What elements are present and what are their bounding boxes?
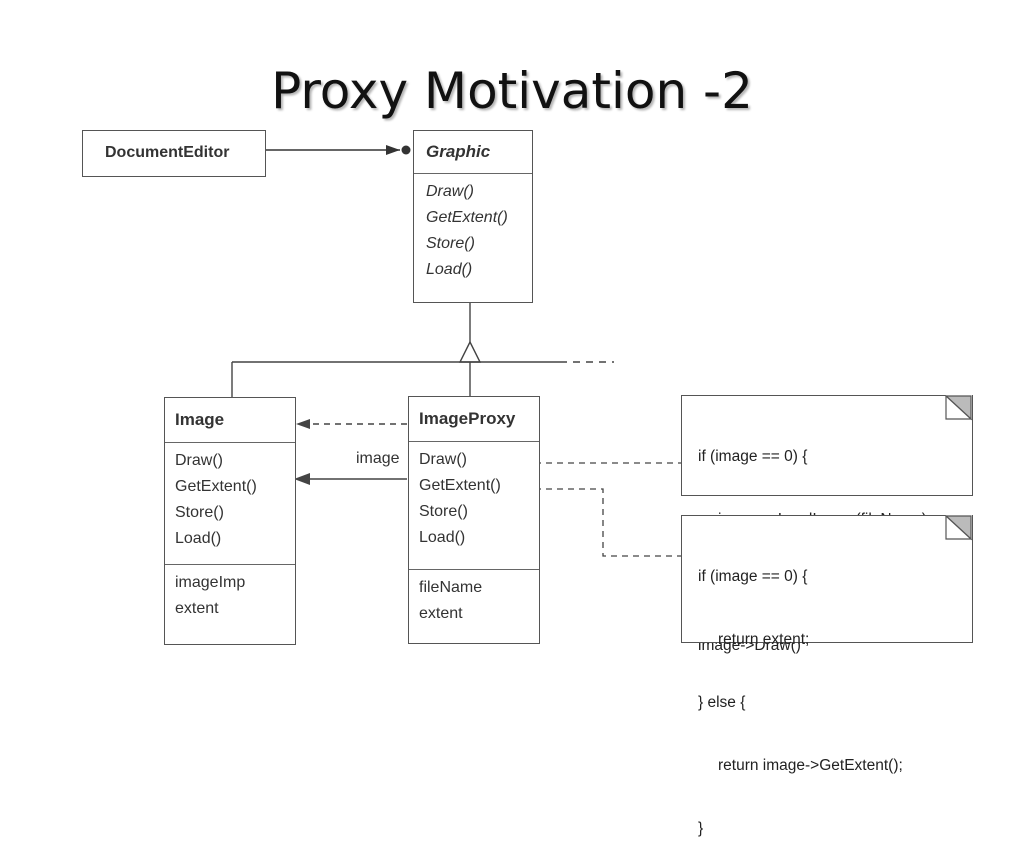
image-proxy-op: GetExtent() — [419, 477, 501, 494]
image-association-arrowhead — [294, 473, 310, 485]
graphic-op: Store() — [426, 235, 475, 252]
image-proxy-op: Store() — [419, 503, 468, 520]
getextent-note: if (image == 0) { return extent; } else … — [681, 515, 973, 837]
note-line: return extent; — [718, 631, 810, 648]
image-proxy-name: ImageProxy — [419, 409, 516, 428]
document-editor-name: DocumentEditor — [105, 144, 230, 161]
image-op: Load() — [175, 530, 222, 547]
graphic-op: GetExtent() — [426, 209, 508, 226]
editor-graphic-dot — [401, 145, 411, 155]
image-attr: imageImp — [175, 574, 246, 591]
image-class: Image Draw() GetExtent() Store() Load() … — [164, 397, 296, 645]
image-operations: Draw() GetExtent() Store() Load() — [165, 442, 295, 564]
image-op: Draw() — [175, 452, 223, 469]
image-proxy-operations: Draw() GetExtent() Store() Load() — [409, 441, 539, 569]
editor-graphic-arrowhead — [386, 145, 400, 155]
note-line: return image->GetExtent(); — [718, 757, 903, 774]
dependency-arrowhead — [296, 419, 310, 429]
document-editor-class: DocumentEditor — [82, 130, 266, 177]
graphic-class: Graphic Draw() GetExtent() Store() Load(… — [413, 130, 533, 303]
image-association-label: image — [356, 450, 400, 467]
image-proxy-attr: fileName — [419, 579, 483, 596]
draw-note: if (image == 0) { image = LoadImage(file… — [681, 395, 973, 654]
note-line: } else { — [698, 694, 746, 711]
image-attr: extent — [175, 600, 219, 617]
getextent-note-folded-corner — [945, 515, 973, 541]
image-name: Image — [175, 410, 225, 429]
graphic-operations: Draw() GetExtent() Store() Load() — [414, 173, 532, 297]
draw-note-folded-corner — [945, 395, 973, 421]
image-proxy-attributes: fileName extent — [409, 569, 539, 627]
inheritance-triangle — [458, 340, 482, 363]
note-line: if (image == 0) { — [698, 448, 808, 465]
graphic-name: Graphic — [426, 142, 491, 161]
graphic-op: Draw() — [426, 183, 474, 200]
image-proxy-class: ImageProxy Draw() GetExtent() Store() Lo… — [408, 396, 540, 644]
image-attributes: imageImp extent — [165, 564, 295, 622]
note-line: if (image == 0) { — [698, 568, 808, 585]
image-proxy-op: Load() — [419, 529, 466, 546]
getextent-note-link — [524, 488, 682, 557]
image-proxy-attr: extent — [419, 605, 463, 622]
note-line: } — [698, 820, 704, 837]
image-op: Store() — [175, 504, 224, 521]
image-proxy-op: Draw() — [419, 451, 467, 468]
image-op: GetExtent() — [175, 478, 257, 495]
graphic-op: Load() — [426, 261, 473, 278]
slide-title: Proxy Motivation -2 — [271, 62, 753, 120]
